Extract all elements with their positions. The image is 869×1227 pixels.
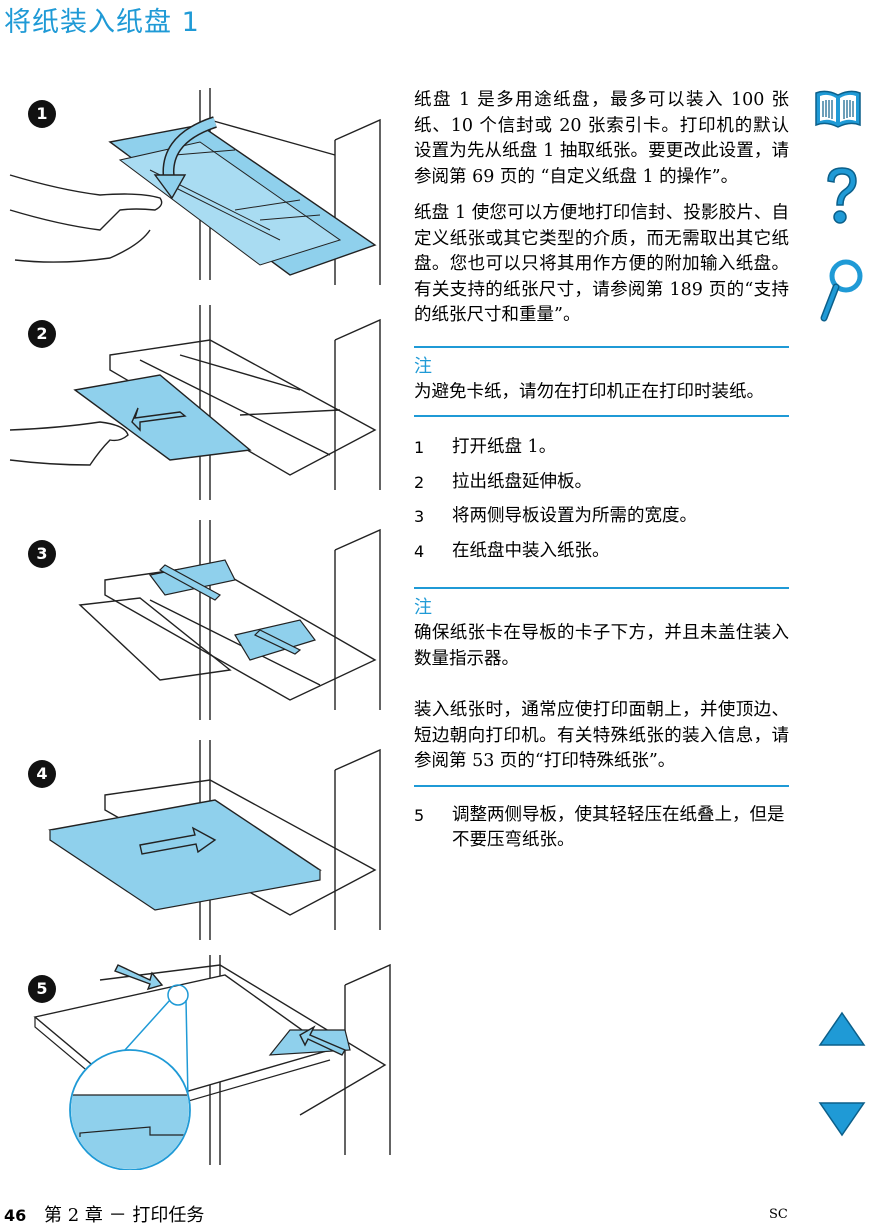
- magnifier-icon[interactable]: [818, 258, 864, 328]
- note-label: 注: [414, 597, 432, 618]
- figure-pull-extension: 2: [0, 300, 400, 510]
- book-icon[interactable]: [812, 85, 864, 137]
- figure-open-tray: 1: [0, 80, 400, 290]
- chapter-label: 第 2 章 － 打印任务: [44, 1205, 205, 1226]
- note-paper-orientation: 注 确保纸张卡在导板的卡子下方，并且未盖住装入数量指示器。 装入纸张时，通常应使…: [414, 587, 789, 787]
- figure-load-paper: 4: [0, 740, 400, 950]
- note-text: 装入纸张时，通常应使打印面朝上，并使顶边、短边朝向打印机。有关特殊纸张的装入信息…: [414, 700, 789, 771]
- figure-set-guides: 3: [0, 520, 400, 730]
- note-jam-warning: 注 为避免卡纸，请勿在打印机正在打印时装纸。: [414, 345, 789, 417]
- question-icon[interactable]: [822, 165, 862, 231]
- note-label: 注: [414, 355, 432, 377]
- note-text: 确保纸张卡在导板的卡子下方，并且未盖住装入数量指示器。: [414, 623, 789, 669]
- intro-paragraph: 纸盘 1 是多用途纸盘，最多可以装入 100 张纸、10 个信封或 20 张索引…: [414, 90, 789, 187]
- instruction-column: 纸盘 1 是多用途纸盘，最多可以装入 100 张纸、10 个信封或 20 张索引…: [414, 88, 789, 863]
- page-title: 将纸装入纸盘 1: [4, 7, 200, 38]
- tray-extension-illustration: [9, 305, 381, 500]
- callout-2: 2: [28, 320, 56, 348]
- figure-adjust-guides: 5: [0, 955, 400, 1170]
- load-paper-illustration: [48, 740, 381, 940]
- figure-column: 1 2: [0, 80, 400, 1170]
- triangle-down-icon[interactable]: [818, 1100, 866, 1142]
- callout-3: 3: [28, 540, 56, 568]
- side-guides-illustration: [78, 520, 381, 720]
- callout-5: 5: [28, 975, 56, 1003]
- triangle-up-icon[interactable]: [818, 1010, 866, 1052]
- printer-tray-open-illustration: [9, 88, 381, 285]
- callout-1: 1: [28, 100, 56, 128]
- page-number: 46: [4, 1206, 27, 1225]
- callout-4: 4: [28, 760, 56, 788]
- locale-code: SC: [769, 1207, 788, 1222]
- note-text: 为避免卡纸，请勿在打印机正在打印时装纸。: [414, 381, 764, 402]
- page-footer: 46 第 2 章 － 打印任务: [4, 1201, 204, 1227]
- adjust-guides-illustration: [33, 955, 391, 1170]
- tray-usage-paragraph: 纸盘 1 使您可以方便地打印信封、投影胶片、自定义纸张或其它类型的介质，而无需取…: [414, 203, 789, 325]
